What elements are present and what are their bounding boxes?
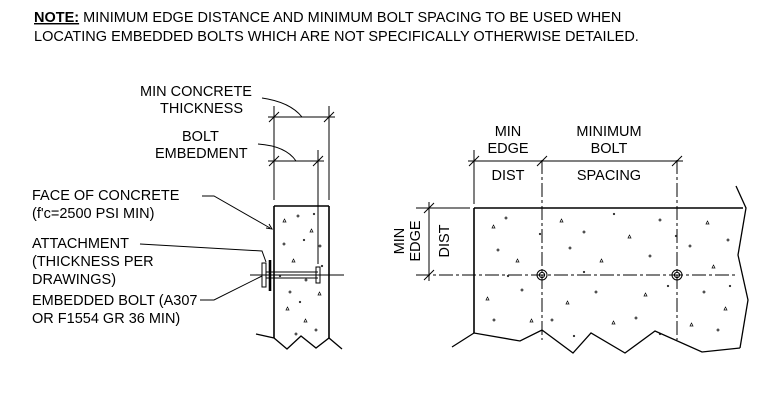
bolt-nut [261,262,267,288]
bolt-head [315,266,321,284]
bolt-2-inner [673,271,681,279]
horizontal-dimension [468,155,683,167]
attachment-label-1: ATTACHMENT [32,236,129,252]
min-edge-header-2: EDGE [487,141,528,157]
attachment-leader [139,243,267,263]
bolt-1 [536,269,548,281]
thickness-tick-right [323,111,335,123]
dim-tick-slab-edge [468,155,480,167]
vertical-dist-label: DIST [437,224,453,257]
min-bolt-header-1: MINIMUM [576,124,641,140]
embedded-bolt-label-2: OR F1554 GR 36 MIN) [32,311,180,327]
note-line-1: NOTE: MINIMUM EDGE DISTANCE AND MINIMUM … [34,10,621,26]
thickness-leader [261,97,303,118]
embedment-tick-left [268,155,280,167]
embedment-dimension [257,143,324,264]
bolt-embedment-label-2: EMBEDMENT [155,146,248,162]
face-of-concrete-arrow [265,223,273,230]
slab-bottom-break-line [451,329,741,354]
bolt-1-outer [536,269,548,281]
vertical-dimension [423,202,435,281]
face-of-concrete-label-2: (f'c=2500 PSI MIN) [32,206,154,222]
bolt-1-inner [538,271,546,279]
min-thickness-label-1: MIN CONCRETE [140,84,252,100]
embedded-bolt-leader [200,275,263,301]
min-bolt-header-2: BOLT [591,141,628,157]
note-prefix: NOTE: [34,10,79,26]
thickness-dimension [261,97,335,200]
concrete-slab-elevation [451,185,749,354]
vertical-edge-label: EDGE [408,220,424,261]
note-text-1: MINIMUM EDGE DISTANCE AND MINIMUM BOLT S… [79,10,621,26]
general-note: NOTE: MINIMUM EDGE DISTANCE AND MINIMUM … [34,10,639,45]
section-view: MIN CONCRETE THICKNESS BOLT EMBEDMENT FA… [32,84,344,350]
attachment-label-2: (THICKNESS PER [32,254,154,270]
embedded-bolt-label-1: EMBEDDED BOLT (A307 [32,293,197,309]
face-of-concrete-leader [202,195,271,229]
min-thickness-label-2: THICKNESS [160,101,243,117]
dim-tick-top-edge [423,202,435,214]
embedded-bolt [250,260,344,291]
vertical-min-label: MIN [392,228,408,255]
dim-tick-bolt-row [423,269,435,281]
attachment-label-3: DRAWINGS) [32,272,116,288]
dim-tick-bolt-1 [536,155,548,167]
thickness-tick-left [268,111,280,123]
note-line-2: LOCATING EMBEDDED BOLTS WHICH ARE NOT SP… [34,29,639,45]
slab-right-break-line [735,185,749,349]
bolt-2 [671,269,683,281]
bolt-2-outer [671,269,683,281]
wall-break-line [255,333,343,350]
bolt-spacing-label: SPACING [577,168,641,184]
min-edge-dist: DIST [491,168,524,184]
dim-tick-bolt-2 [671,155,683,167]
plan-view: MIN EDGE DIST MINIMUM BOLT SPACING MIN E… [392,124,749,354]
min-edge-header-1: MIN [495,124,522,140]
face-of-concrete-label-1: FACE OF CONCRETE [32,188,180,204]
bolt-embedment-label-1: BOLT [182,129,219,145]
embedment-leader [257,143,297,162]
embedment-tick-right [312,155,324,167]
slab-aggregate-hatch [485,212,732,338]
